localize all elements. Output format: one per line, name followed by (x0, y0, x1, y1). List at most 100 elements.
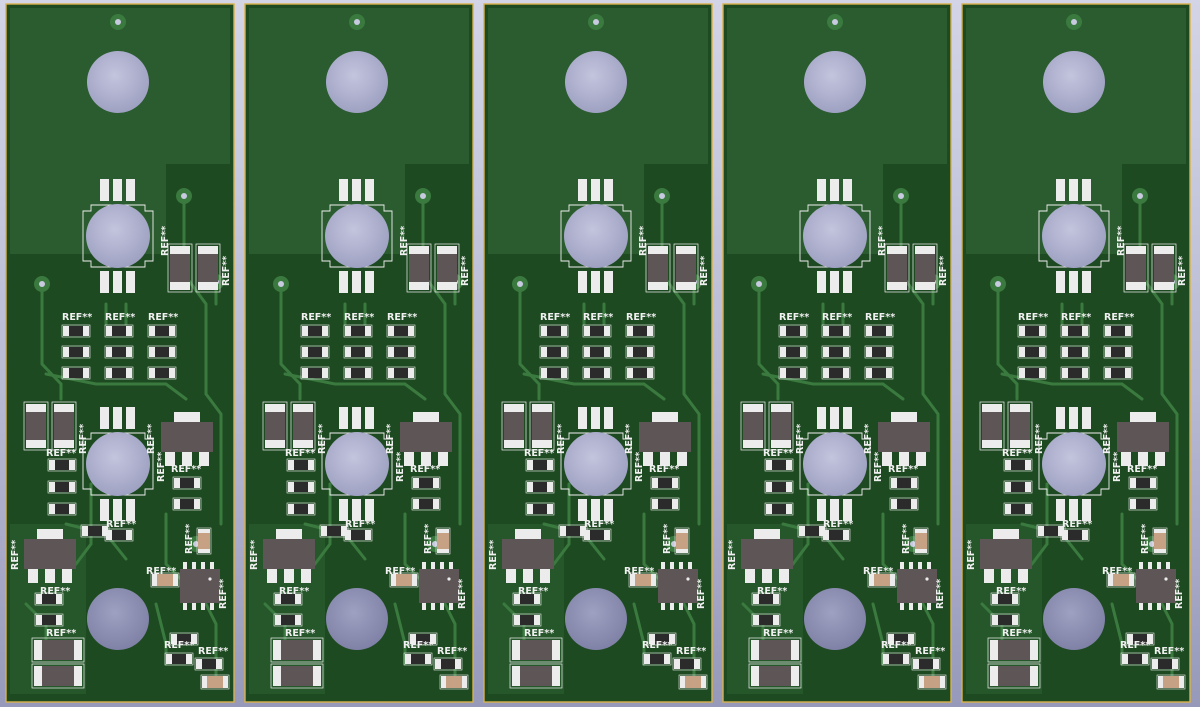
led-footprint (560, 179, 632, 293)
sma-diode (529, 401, 555, 451)
smd-resistor (911, 657, 941, 671)
silkscreen-ref-label: REF** (556, 424, 567, 454)
silkscreen-ref-label: REF** (822, 312, 852, 323)
sma-diode (23, 401, 49, 451)
sma-diode (768, 401, 794, 451)
silkscreen-ref-label: REF** (345, 519, 375, 530)
sot223-regulator (980, 529, 1032, 583)
soic8-ic (180, 562, 220, 610)
led-footprint (82, 407, 154, 521)
silkscreen-ref-label: REF** (757, 586, 787, 597)
via-hole (1071, 19, 1077, 25)
silkscreen-ref-label: REF** (518, 586, 548, 597)
mounting-hole (1043, 51, 1105, 113)
silkscreen-ref-label: REF** (488, 540, 499, 570)
silkscreen-ref-label: REF** (1177, 256, 1188, 286)
smd-resistor (764, 502, 794, 516)
smd-resistor (1128, 476, 1158, 490)
silkscreen-ref-label: REF** (279, 586, 309, 597)
smd-resistor (34, 613, 64, 627)
smd-resistor (778, 324, 808, 338)
silkscreen-ref-label: REF** (881, 640, 911, 651)
silkscreen-ref-label: REF** (1174, 579, 1185, 609)
silkscreen-ref-label: REF** (457, 579, 468, 609)
smd-resistor (47, 480, 77, 494)
mounting-hole (804, 588, 866, 650)
silkscreen-ref-label: REF** (249, 540, 260, 570)
smd-resistor (864, 366, 894, 380)
silkscreen-ref-label: REF** (146, 566, 176, 577)
silkscreen-ref-label: REF** (1116, 226, 1127, 256)
via-hole (181, 193, 187, 199)
pcb-board: REF**REF**REF**REF**REF**REF**REF**REF**… (244, 3, 474, 703)
silkscreen-ref-label: REF** (221, 256, 232, 286)
smd-resistor (539, 324, 569, 338)
smd-resistor (778, 366, 808, 380)
silkscreen-ref-label: REF** (540, 312, 570, 323)
trace (1060, 302, 1084, 326)
smd-resistor (408, 632, 438, 646)
smd-resistor (539, 366, 569, 380)
silkscreen-ref-label: REF** (146, 424, 157, 454)
smd-resistor (886, 632, 916, 646)
silkscreen-ref-label: REF** (966, 540, 977, 570)
sma-diode (1123, 243, 1149, 293)
silkscreen-ref-label: REF** (148, 312, 178, 323)
smd-resistor (1103, 366, 1133, 380)
smd-resistor (1103, 324, 1133, 338)
silkscreen-ref-label: REF** (676, 646, 706, 657)
silkscreen-ref-label: REF** (1018, 312, 1048, 323)
trace (74, 482, 93, 566)
sma-diode (509, 663, 563, 689)
mounting-hole (87, 51, 149, 113)
via-hole (420, 193, 426, 199)
trace (343, 302, 367, 326)
smd-resistor (343, 324, 373, 338)
smd-resistor (47, 458, 77, 472)
smd-resistor (147, 345, 177, 359)
smd-resistor (1017, 366, 1047, 380)
sma-diode (987, 663, 1041, 689)
silkscreen-ref-label: REF** (301, 312, 331, 323)
silkscreen-ref-label: REF** (1140, 524, 1151, 554)
led-footprint (799, 407, 871, 521)
silkscreen-ref-label: REF** (105, 312, 135, 323)
silkscreen-ref-label: REF** (410, 464, 440, 475)
sma-diode (509, 637, 563, 663)
sma-diode (1007, 401, 1033, 451)
smd-resistor (1060, 366, 1090, 380)
pcb-board: REF** REF** REF** REF** REF** REF** REF** REF**… (5, 3, 235, 703)
ceramic-capacitor (435, 527, 451, 555)
mounting-hole (804, 51, 866, 113)
silkscreen-ref-label: REF** (184, 524, 195, 554)
silkscreen-ref-label: REF** (218, 579, 229, 609)
sma-diode (31, 663, 85, 689)
smd-resistor (821, 366, 851, 380)
smd-resistor (625, 345, 655, 359)
silkscreen-ref-label: REF** (624, 566, 654, 577)
smd-resistor (1125, 632, 1155, 646)
smd-resistor (104, 324, 134, 338)
smd-resistor (300, 345, 330, 359)
smd-resistor (672, 657, 702, 671)
silkscreen-ref-label: REF** (584, 519, 614, 530)
smd-resistor (61, 324, 91, 338)
smd-resistor (990, 592, 1020, 606)
silkscreen-ref-label: REF** (437, 646, 467, 657)
silkscreen-ref-label: REF** (996, 586, 1026, 597)
via-hole (832, 19, 838, 25)
smd-resistor (172, 497, 202, 511)
sot223-regulator (741, 529, 793, 583)
smd-resistor (300, 324, 330, 338)
smd-resistor (642, 652, 672, 666)
mounting-hole (326, 588, 388, 650)
silkscreen-ref-label: REF** (873, 452, 884, 482)
via-hole (593, 19, 599, 25)
silkscreen-ref-label: REF** (649, 464, 679, 475)
ceramic-capacitor (150, 572, 180, 588)
silkscreen-ref-label: REF** (160, 226, 171, 256)
smd-resistor (1060, 345, 1090, 359)
mounting-hole (326, 51, 388, 113)
smd-resistor (764, 480, 794, 494)
silkscreen-ref-label: REF** (1120, 640, 1150, 651)
